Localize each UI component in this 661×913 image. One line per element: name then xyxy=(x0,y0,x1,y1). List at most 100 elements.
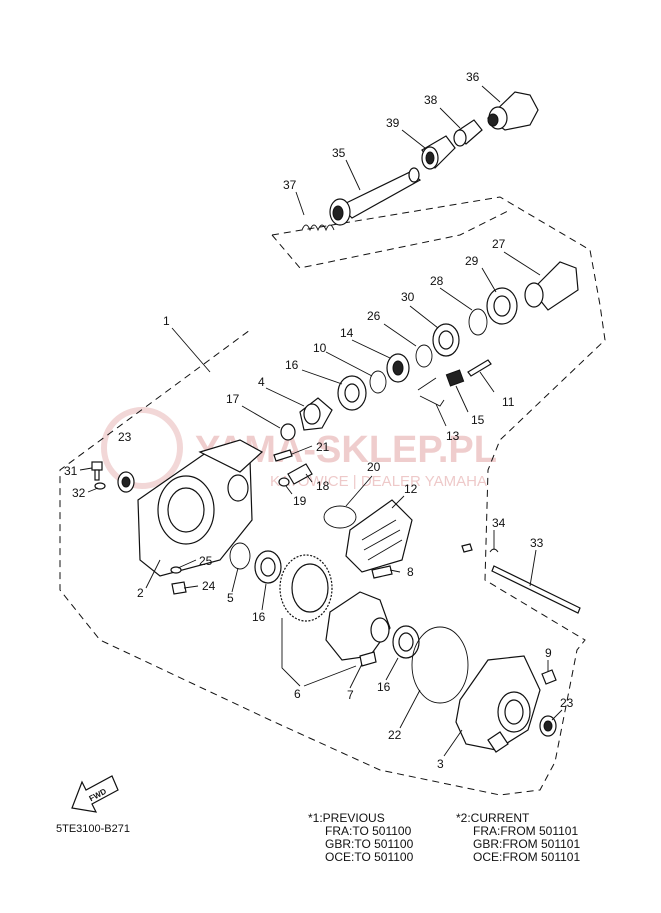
part-35-drive-shaft xyxy=(329,167,422,226)
callout-31: 31 xyxy=(64,464,78,478)
callout-19: 19 xyxy=(293,494,307,508)
callout-38: 38 xyxy=(424,93,438,107)
callout-9: 9 xyxy=(545,646,552,660)
part-31-bolt xyxy=(91,461,103,481)
part-23-seal-left xyxy=(117,471,135,493)
callout-28: 28 xyxy=(430,274,444,288)
part-22-o-ring xyxy=(411,626,469,704)
callout-23-right: 23 xyxy=(560,696,574,710)
part-32-washer xyxy=(94,482,106,490)
callout-39: 39 xyxy=(386,116,400,130)
callout-35: 35 xyxy=(332,146,346,160)
fwd-arrow-icon: FWD xyxy=(71,775,119,813)
notes-previous-oce: OCE:TO 501100 xyxy=(325,850,414,864)
callout-36: 36 xyxy=(466,70,480,84)
callout-24: 24 xyxy=(202,579,216,593)
part-16-bearing-lower xyxy=(392,625,420,659)
part-9-bolt xyxy=(541,669,557,685)
callout-21: 21 xyxy=(316,440,330,454)
callout-22: 22 xyxy=(388,728,402,742)
callout-7: 7 xyxy=(347,688,354,702)
callout-5: 5 xyxy=(227,591,234,605)
watermark-tagline: KATOWICE | DEALER YAMAHA xyxy=(270,473,487,490)
part-34-pin xyxy=(461,543,499,553)
part-38-bearing xyxy=(453,119,483,147)
part-17-collar xyxy=(280,423,296,441)
callout-20: 20 xyxy=(367,460,381,474)
callout-25: 25 xyxy=(199,554,213,568)
notes-current-oce: OCE:FROM 501101 xyxy=(473,850,581,864)
callout-15: 15 xyxy=(471,413,485,427)
callout-30: 30 xyxy=(401,290,415,304)
part-14-spacer xyxy=(386,353,410,383)
part-6-ring-gear xyxy=(279,554,391,661)
part-20-gasket xyxy=(323,505,357,529)
part-30-seal xyxy=(432,323,460,357)
part-26-circlip xyxy=(415,344,433,368)
callout-12: 12 xyxy=(404,482,418,496)
callout-13: 13 xyxy=(446,429,460,443)
part-21-bolt xyxy=(273,449,293,462)
callout-16-upper: 16 xyxy=(285,358,299,372)
part-36-yoke xyxy=(487,91,539,131)
notes-current-fra: FRA:FROM 501101 xyxy=(473,824,579,838)
part-3-cover xyxy=(455,655,541,753)
part-13-lever xyxy=(417,377,445,407)
notes-previous: *1:PREVIOUS FRA:TO 501100 GBR:TO 501100 … xyxy=(308,812,413,864)
part-29-bearing xyxy=(486,287,518,325)
notes-previous-title: *1:PREVIOUS xyxy=(308,811,385,825)
notes-current-gbr: GBR:FROM 501101 xyxy=(473,837,581,851)
part-19-washer xyxy=(278,477,290,487)
part-2-housing xyxy=(137,439,264,577)
part-16-bearing-mid xyxy=(254,550,282,584)
callout-26: 26 xyxy=(367,309,381,323)
part-23-seal-right xyxy=(539,715,557,737)
assembly-boundary xyxy=(59,196,606,796)
notes-previous-gbr: GBR:TO 501100 xyxy=(325,837,414,851)
notes-current: *2:CURRENT FRA:FROM 501101 GBR:FROM 5011… xyxy=(456,812,580,864)
part-39-boot xyxy=(421,135,456,170)
callout-14: 14 xyxy=(340,326,354,340)
part-33-shaft xyxy=(491,565,581,614)
callout-27: 27 xyxy=(492,237,506,251)
callout-16-lower: 16 xyxy=(377,680,391,694)
part-10-circlip xyxy=(369,370,387,394)
callout-17: 17 xyxy=(226,392,240,406)
part-25-washer xyxy=(170,566,182,574)
part-27-pinion xyxy=(524,261,579,311)
callout-29: 29 xyxy=(465,254,479,268)
part-16-bearing-upper xyxy=(337,375,367,411)
callout-16-mid: 16 xyxy=(252,610,266,624)
callout-18: 18 xyxy=(316,479,330,493)
part-5-o-ring xyxy=(229,542,251,570)
callout-10: 10 xyxy=(313,341,327,355)
part-12-actuator xyxy=(345,499,413,573)
diagram-code: 5TE3100-B271 xyxy=(56,823,130,835)
callout-37: 37 xyxy=(283,178,297,192)
notes-previous-fra: FRA:TO 501100 xyxy=(325,824,412,838)
callout-6: 6 xyxy=(294,687,301,701)
callout-8: 8 xyxy=(407,565,414,579)
notes-current-title: *2:CURRENT xyxy=(456,811,530,825)
leader-lines xyxy=(79,85,563,757)
callout-33: 33 xyxy=(530,536,544,550)
callout-23-left: 23 xyxy=(118,430,132,444)
callout-4: 4 xyxy=(258,375,265,389)
callout-34: 34 xyxy=(492,516,506,530)
callout-2: 2 xyxy=(137,586,144,600)
part-24-bolt xyxy=(171,581,187,595)
callout-3: 3 xyxy=(437,757,444,771)
part-11-pin xyxy=(467,359,492,377)
callout-1: 1 xyxy=(163,314,170,328)
part-7-bolt xyxy=(359,651,377,667)
part-15-key xyxy=(445,369,465,387)
part-18-switch xyxy=(287,463,313,485)
callout-labels: 36 38 39 35 37 27 29 28 30 26 1 14 10 16… xyxy=(64,70,574,771)
part-8-bolt xyxy=(371,565,393,579)
part-37-spring xyxy=(301,224,335,232)
callout-11: 11 xyxy=(502,395,515,409)
part-4-gear xyxy=(299,397,333,431)
callout-32: 32 xyxy=(72,486,86,500)
part-28-circlip xyxy=(468,308,488,336)
